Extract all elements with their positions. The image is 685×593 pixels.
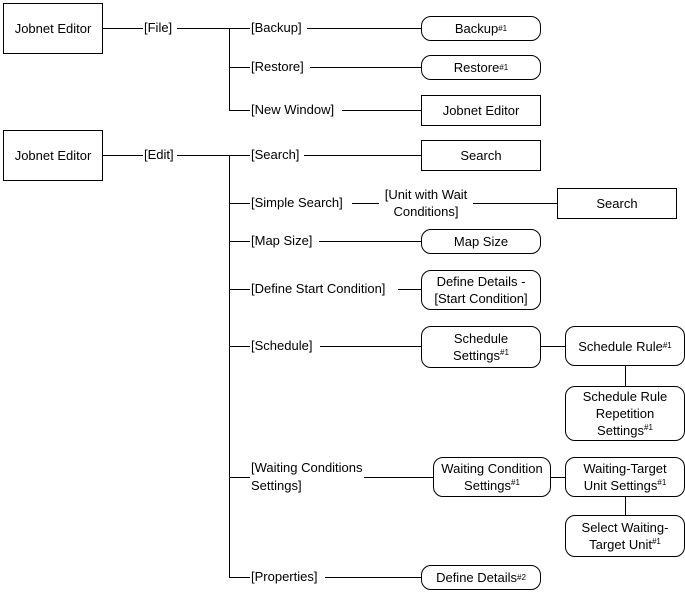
menu-item-waiting-conditions-settings: [Waiting Conditions Settings] (250, 459, 364, 495)
dialog-line-1: Define Details - (436, 274, 526, 289)
dialog-schedule-settings: Schedule Settings#1 (421, 326, 541, 368)
dialog-restore-label: Restore (453, 60, 500, 75)
dialog-line-1: Schedule Rule (582, 389, 668, 404)
dialog-map-size: Map Size (421, 229, 541, 254)
footnote-marker: #1 (500, 348, 509, 357)
dialog-map-size-label: Map Size (453, 234, 509, 249)
dialog-line-2: Unit Settings (583, 478, 658, 493)
menu-edit-label: [Edit] (143, 146, 175, 164)
dialog-simple-search: Search (557, 188, 677, 219)
root-window-label: Jobnet Editor (14, 148, 92, 163)
window-jobnet-editor: Jobnet Editor (421, 95, 541, 126)
dialog-restore: Restore#1 (421, 55, 541, 80)
menu-item-schedule: [Schedule] (250, 337, 314, 355)
menu-item-search: [Search] (250, 146, 301, 164)
dialog-line-2: Settings (464, 478, 512, 493)
dialog-simple-search-label: Search (596, 196, 638, 211)
dialog-line-1: Select Waiting- (581, 520, 669, 535)
dialog-schedule-rule-label: Schedule Rule (578, 338, 663, 354)
dialog-define-details: Define Details#2 (421, 565, 541, 590)
dialog-search: Search (421, 140, 541, 171)
dialog-line-2: [Start Condition] (434, 291, 528, 306)
submenu-line-2: Conditions] (393, 204, 459, 219)
menu-item-restore: [Restore] (250, 58, 305, 76)
dialog-schedule-rule-repetition-settings: Schedule Rule Repetition Settings#1 (565, 386, 685, 441)
dialog-schedule-rule: Schedule Rule#1 (565, 326, 685, 366)
menu-item-line-2: Settings] (251, 478, 302, 493)
dialog-line-2: Settings (453, 348, 501, 363)
dialog-line-2: Repetition (595, 406, 655, 421)
dialog-backup-label: Backup (454, 21, 499, 36)
dialog-backup: Backup#1 (421, 16, 541, 41)
menu-item-map-size: [Map Size] (250, 232, 314, 250)
menu-file-label: [File] (143, 19, 174, 37)
menu-item-new-window: [New Window] (250, 101, 336, 119)
root-window-jobnet-editor: Jobnet Editor (3, 3, 103, 54)
root-window-label: Jobnet Editor (14, 21, 92, 36)
submenu-unit-with-wait-conditions: [Unit with Wait Conditions] (379, 186, 473, 220)
dialog-line-3: Settings (597, 423, 645, 438)
dialog-waiting-target-unit-settings: Waiting-Target Unit Settings#1 (565, 457, 685, 497)
menu-item-simple-search: [Simple Search] (250, 194, 344, 212)
submenu-line-1: [Unit with Wait (384, 187, 468, 202)
dialog-line-1: Schedule (453, 331, 509, 346)
footnote-marker: #1 (644, 423, 653, 432)
window-jobnet-editor-label: Jobnet Editor (442, 103, 520, 118)
dialog-search-label: Search (460, 148, 502, 163)
footnote-marker: #1 (511, 478, 520, 487)
dialog-line-2: Target Unit (589, 537, 652, 552)
menu-item-backup: [Backup] (250, 19, 303, 37)
dialog-line-1: Waiting Condition (441, 461, 543, 476)
root-window-jobnet-editor-edit: Jobnet Editor (3, 130, 103, 181)
dialog-line-1: Waiting-Target (583, 461, 667, 476)
dialog-define-details-label: Define Details (436, 570, 518, 585)
menu-item-define-start-condition: [Define Start Condition] (250, 280, 387, 298)
footnote-marker: #1 (657, 478, 667, 487)
menu-item-properties: [Properties] (250, 568, 319, 586)
footnote-marker: #1 (651, 537, 661, 546)
dialog-waiting-condition-settings: Waiting Condition Settings#1 (433, 457, 551, 497)
menu-item-line-1: [Waiting Conditions (251, 460, 363, 475)
dialog-define-details-start-condition: Define Details - [Start Condition] (421, 270, 541, 310)
dialog-select-waiting-target-unit: Select Waiting- Target Unit#1 (565, 515, 685, 557)
